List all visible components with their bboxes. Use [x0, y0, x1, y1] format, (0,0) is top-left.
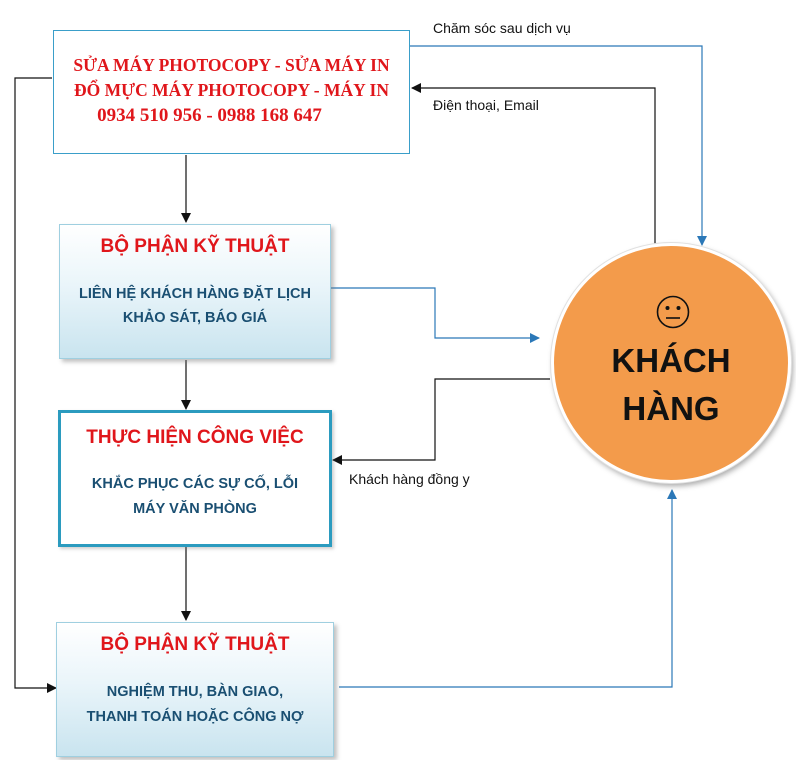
step-perform-work: THỰC HIỆN CÔNG VIỆC KHẮC PHỤC CÁC SỰ CỐ,… — [58, 410, 332, 547]
step-technical-survey: BỘ PHẬN KỸ THUẬT LIÊN HỆ KHÁCH HÀNG ĐẶT … — [59, 224, 331, 359]
step-desc-line1: KHẮC PHỤC CÁC SỰ CỐ, LỖI — [91, 476, 299, 492]
step-desc-line2: MÁY VĂN PHÒNG — [133, 501, 257, 517]
step-title: BỘ PHẬN KỸ THUẬT — [100, 236, 290, 257]
arrow-after-sales-care — [410, 45, 707, 246]
header-service-line2: ĐỔ MỰC MÁY PHOTOCOPY - MÁY IN — [74, 80, 389, 100]
customer-label-line1: KHÁCH — [611, 342, 731, 379]
arrow-phone-email — [411, 83, 656, 246]
step-handover-payment: BỘ PHẬN KỸ THUẬT NGHIỆM THU, BÀN GIAO, T… — [56, 622, 334, 757]
step-desc-line1: LIÊN HỆ KHÁCH HÀNG ĐẶT LỊCH — [79, 286, 311, 302]
arrow-step3-to-customer — [339, 489, 677, 688]
step-title: BỘ PHẬN KỸ THUẬT — [100, 634, 290, 655]
label-customer-agrees: Khách hàng đồng y — [349, 471, 470, 487]
label-phone-email: Điện thoại, Email — [433, 97, 539, 113]
arrow-loop-header-to-step3 — [14, 77, 57, 693]
customer-label-line2: HÀNG — [622, 390, 720, 427]
header-service-line1: SỬA MÁY PHOTOCOPY - SỬA MÁY IN — [73, 55, 390, 75]
company-header-box: SỬA MÁY PHOTOCOPY - SỬA MÁY IN ĐỔ MỰC MÁ… — [53, 30, 410, 154]
step-title: THỰC HIỆN CÔNG VIỆC — [86, 427, 304, 448]
step-desc-line1: NGHIỆM THU, BÀN GIAO, — [106, 684, 284, 700]
label-after-sales-care: Chăm sóc sau dịch vụ — [433, 20, 571, 36]
header-phone-numbers: 0934 510 956 - 0988 168 647 — [97, 105, 322, 126]
neutral-face-icon — [656, 295, 690, 329]
customer-circle: KHÁCH HÀNG — [551, 243, 791, 483]
arrow-step1-to-customer — [331, 287, 540, 343]
arrow-customer-agrees — [332, 378, 550, 465]
step-desc-line2: KHẢO SÁT, BÁO GIÁ — [122, 310, 268, 326]
step-desc-line2: THANH TOÁN HOẶC CÔNG NỢ — [86, 709, 304, 725]
